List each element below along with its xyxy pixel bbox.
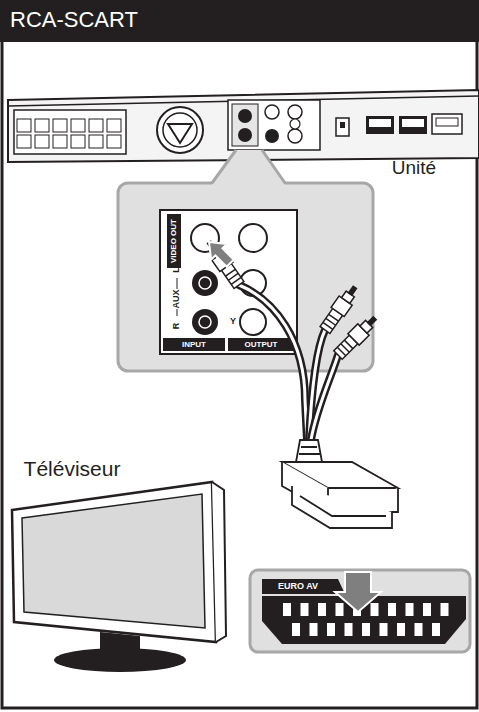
speaker-terminal [107,119,121,132]
port-label: L [172,267,182,273]
speaker-terminal [89,119,103,132]
speaker-terminal [71,119,85,132]
scart-pin [371,603,379,616]
scart-pin [318,603,326,616]
port-label: VIDEO OUT [170,219,179,263]
tv-label: Téléviseur [24,457,121,480]
port-label: Y [230,317,236,327]
rca-plug [332,313,380,361]
scart-pin [388,603,396,616]
scart-pin [415,623,423,636]
scart-plug [282,440,398,528]
scart-pin [301,603,309,616]
port-group-label: INPUT [182,340,206,349]
scart-pin [292,623,300,636]
scart-pin [345,623,353,636]
scart-pin [406,603,414,616]
cable [239,285,338,440]
scart-pin [336,603,344,616]
scart-socket-callout [250,570,470,652]
title: RCA-SCART [10,8,138,32]
scart-pin [397,623,405,636]
scart-pin [310,623,318,636]
title-band [0,0,479,42]
scart-pin [380,623,388,636]
speaker-terminal [35,119,49,132]
port-label: AUX [172,289,182,308]
pointer-arrow [201,234,238,271]
scart-pin [327,623,335,636]
speaker-terminal [53,119,67,132]
scart-pin [441,603,449,616]
speaker-terminal [17,119,31,132]
port-label: R [172,323,182,330]
socket-label: EURO AV [278,582,318,592]
scart-pin [362,623,370,636]
zoom-callout [118,150,373,371]
speaker-terminal [53,135,67,148]
television [12,482,226,672]
speaker-terminal [107,135,121,148]
port-group-label: OUTPUT [245,340,278,349]
scart-pin [423,603,431,616]
speaker-terminal [71,135,85,148]
speaker-terminal [35,135,49,148]
unit-label: Unité [392,158,436,179]
scart-pin [283,603,291,616]
speaker-terminal [89,135,103,148]
scart-pin [432,623,440,636]
speaker-terminal [17,135,31,148]
